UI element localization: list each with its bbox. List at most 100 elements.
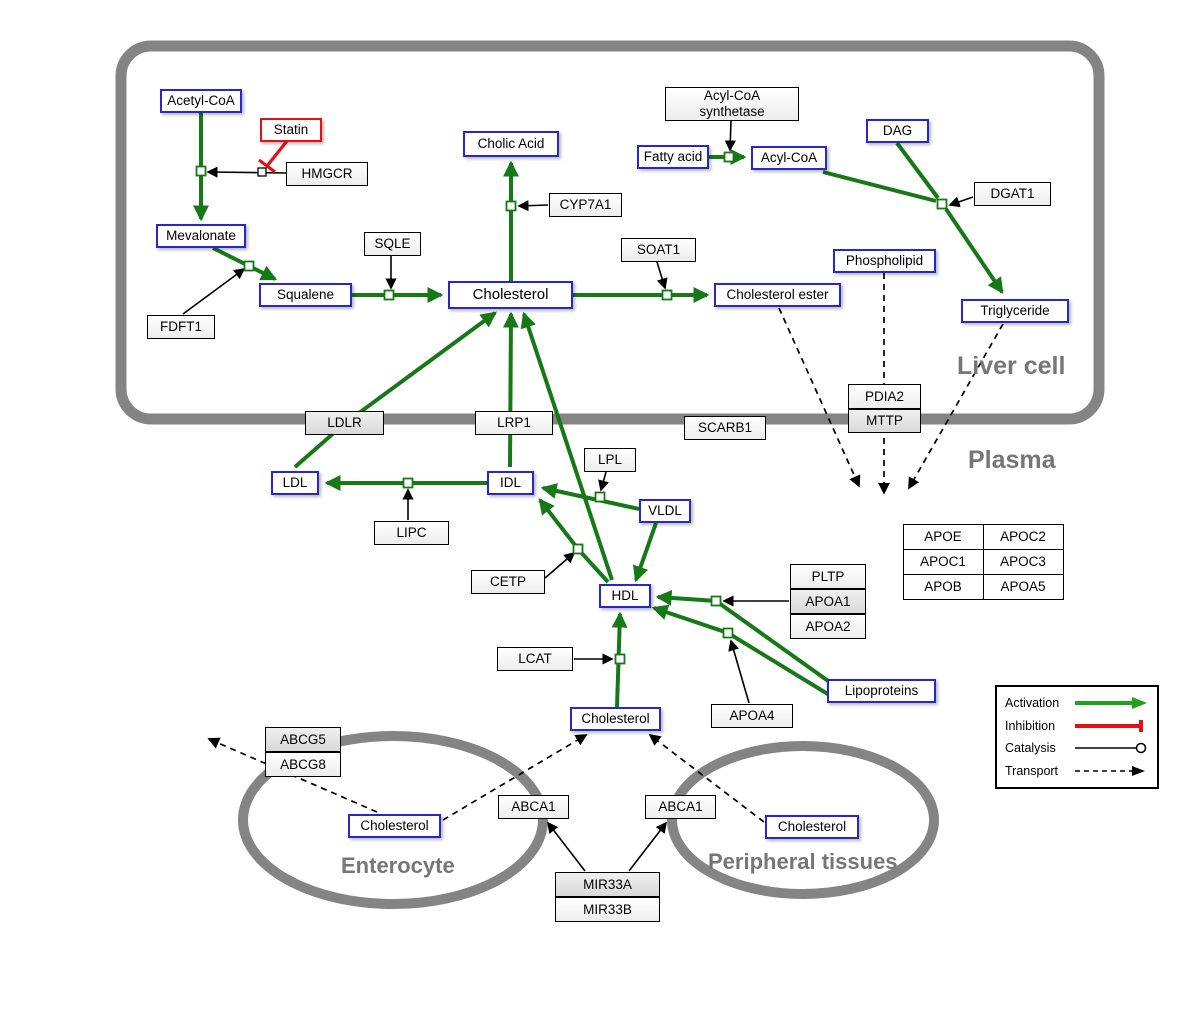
edge-enterocyte-cholesterol-efflux [442, 734, 588, 821]
node-fdft1[interactable]: FDFT1 [147, 315, 215, 339]
inhibition-edge [258, 140, 289, 174]
node-cholesterol-peripheral[interactable]: Cholesterol [765, 815, 859, 839]
legend-inhibition-label: Inhibition [1005, 718, 1056, 733]
acyl-coa-synthetase-line2: synthetase [699, 104, 765, 119]
catalysis-circle-icon [1075, 743, 1147, 754]
node-apoc1[interactable]: APOC1 [902, 548, 984, 575]
node-acyl-coa-synthetase[interactable]: Acyl-CoA synthetase [665, 87, 799, 121]
node-apoa2[interactable]: APOA2 [790, 614, 866, 639]
statin-anchor [257, 167, 267, 177]
inhibition-tbar-icon [1075, 719, 1143, 732]
node-apoa1[interactable]: APOA1 [790, 589, 866, 614]
node-ldl[interactable]: LDL [271, 471, 319, 495]
edge-hmgcr-catalysis [206, 166, 287, 178]
catalysis-edges [182, 120, 974, 872]
edge-junction-triglyceride [944, 207, 1004, 294]
node-abca1-peripheral[interactable]: ABCA1 [645, 795, 716, 819]
node-statin[interactable]: Statin [260, 118, 322, 142]
edge-vldl-idl [540, 483, 640, 511]
node-acetyl-coa[interactable]: Acetyl-CoA [160, 89, 242, 113]
edge-statin-inhibition [265, 140, 289, 167]
node-vldl[interactable]: VLDL [639, 499, 691, 523]
node-acyl-coa[interactable]: Acyl-CoA [751, 146, 827, 170]
edge-ldl-ldlr-cholesterol [293, 311, 497, 469]
node-mir33b[interactable]: MIR33B [555, 897, 660, 922]
edge-lpl-catalysis [598, 471, 609, 492]
edge-cetp-catalysis [544, 551, 576, 579]
legend-catalysis-label: Catalysis [1005, 741, 1056, 756]
node-apoc2[interactable]: APOC2 [982, 523, 1064, 550]
node-phospholipid[interactable]: Phospholipid [833, 249, 936, 273]
activation-arrow-icon [1075, 697, 1147, 709]
node-mttp[interactable]: MTTP [848, 409, 921, 433]
edge-mir33-abca1-right [628, 821, 668, 872]
edge-triglyceride-plasma [908, 323, 1004, 490]
node-apoa5[interactable]: APOA5 [982, 573, 1064, 600]
peripheral-tissues-label: Peripheral tissues [708, 849, 898, 874]
legend-catalysis-row: Catalysis [1005, 738, 1149, 758]
membranes [115, 40, 1105, 909]
node-cholesterol-enterocyte[interactable]: Cholesterol [348, 814, 441, 838]
node-cholesterol-liver[interactable]: Cholesterol [448, 281, 573, 309]
transport-dashed-arrow-icon [1075, 765, 1145, 776]
node-lipc[interactable]: LIPC [374, 521, 449, 545]
node-idl[interactable]: IDL [487, 471, 534, 495]
edge-soat1-catalysis [656, 261, 668, 290]
node-sqle[interactable]: SQLE [364, 232, 421, 256]
edge-acylcoa-dgat-junction [822, 170, 937, 203]
node-abca1-enterocyte[interactable]: ABCA1 [498, 795, 569, 819]
node-lpl[interactable]: LPL [584, 448, 636, 472]
node-apoc3[interactable]: APOC3 [982, 548, 1064, 575]
edge-vldl-hdl [632, 522, 658, 583]
statin-inhibition-tbar [258, 158, 276, 174]
edge-dgat1-catalysis [948, 196, 974, 208]
edge-cholesterolester-plasma [778, 307, 861, 488]
liver-cell-membrane [115, 40, 1105, 425]
enterocyte-label: Enterocyte [341, 853, 455, 878]
node-cyp7a1[interactable]: CYP7A1 [549, 193, 622, 217]
node-dgat1[interactable]: DGAT1 [974, 182, 1051, 206]
node-pdia2[interactable]: PDIA2 [848, 384, 921, 409]
node-squalene[interactable]: Squalene [259, 283, 352, 307]
node-apoa4[interactable]: APOA4 [711, 704, 793, 728]
node-cholesterol-ester[interactable]: Cholesterol ester [714, 283, 841, 307]
node-mir33a[interactable]: MIR33A [555, 872, 660, 897]
node-apoe[interactable]: APOE [902, 523, 984, 550]
node-lrp1[interactable]: LRP1 [475, 411, 553, 435]
legend-transport-label: Transport [1005, 763, 1059, 778]
node-hmgcr[interactable]: HMGCR [286, 162, 368, 186]
node-lipoproteins[interactable]: Lipoproteins [827, 679, 936, 703]
reaction-anchors [195, 151, 948, 665]
edge-acylcoasynthetase-catalysis [724, 120, 736, 152]
node-apob[interactable]: APOB [902, 573, 984, 600]
node-soat1[interactable]: SOAT1 [621, 238, 696, 262]
node-mevalonate[interactable]: Mevalonate [156, 224, 246, 248]
node-fatty-acid[interactable]: Fatty acid [637, 145, 709, 169]
enterocyte-membrane [238, 731, 548, 909]
node-hdl[interactable]: HDL [599, 584, 651, 608]
node-dag[interactable]: DAG [866, 119, 929, 143]
peripheral-tissues-membrane [667, 741, 939, 899]
acyl-coa-synthetase-line1: Acyl-CoA [703, 88, 761, 104]
node-lcat[interactable]: LCAT [497, 647, 573, 671]
node-cetp[interactable]: CETP [471, 570, 545, 594]
edge-dag-dgat-junction [895, 141, 940, 200]
edge-hdl-cholesterol [520, 311, 614, 581]
edge-cyp7a1-catalysis [517, 200, 549, 212]
node-ldlr[interactable]: LDLR [305, 411, 384, 435]
node-pltp[interactable]: PLTP [790, 564, 866, 589]
edge-fdft1-catalysis [182, 268, 246, 315]
legend-transport-row: Transport [1005, 761, 1149, 781]
liver-cell-label: Liver cell [957, 352, 1066, 380]
node-abcg8[interactable]: ABCG8 [265, 752, 341, 777]
node-scarb1[interactable]: SCARB1 [684, 416, 766, 440]
node-cholic-acid[interactable]: Cholic Acid [463, 131, 559, 157]
plasma-label: Plasma [968, 446, 1056, 474]
node-cholesterol-plasma[interactable]: Cholesterol [570, 707, 661, 731]
node-triglyceride[interactable]: Triglyceride [961, 299, 1069, 323]
node-abcg5[interactable]: ABCG5 [265, 727, 341, 752]
edge-apoa4-catalysis [728, 639, 750, 704]
edge-mir33-abca1-left [546, 821, 586, 872]
